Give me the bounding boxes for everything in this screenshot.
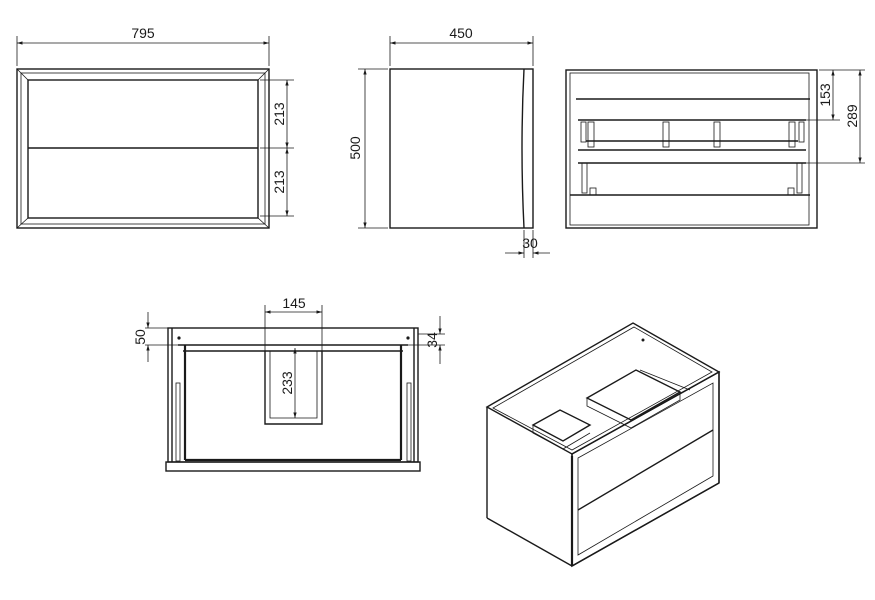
- dim-289-label: 289: [844, 104, 860, 128]
- isometric-view: [485, 322, 721, 568]
- back-view: 153 289: [565, 69, 865, 229]
- height-label: 500: [347, 136, 363, 160]
- drawer-top-height-label: 213: [271, 102, 287, 126]
- front-outline: [16, 68, 270, 229]
- width-label: 795: [131, 25, 155, 41]
- front-view: 795 213 213: [16, 25, 294, 229]
- drawer-frame: [27, 79, 259, 219]
- side-outline: [389, 68, 534, 229]
- depth-label: 450: [449, 25, 473, 41]
- cutout-depth-label: 233: [279, 371, 295, 395]
- drawer-bottom-height-label: 213: [271, 170, 287, 194]
- offset-50-label: 50: [132, 329, 148, 345]
- side-view: 450 500 30: [347, 25, 550, 258]
- offset-34-label: 34: [424, 332, 440, 348]
- top-view: 145 233 50 34: [132, 295, 445, 472]
- front-thickness-label: 30: [522, 235, 538, 251]
- dim-153-label: 153: [817, 83, 833, 107]
- cutout-width-label: 145: [282, 295, 306, 311]
- siphon-cutout: [264, 351, 323, 425]
